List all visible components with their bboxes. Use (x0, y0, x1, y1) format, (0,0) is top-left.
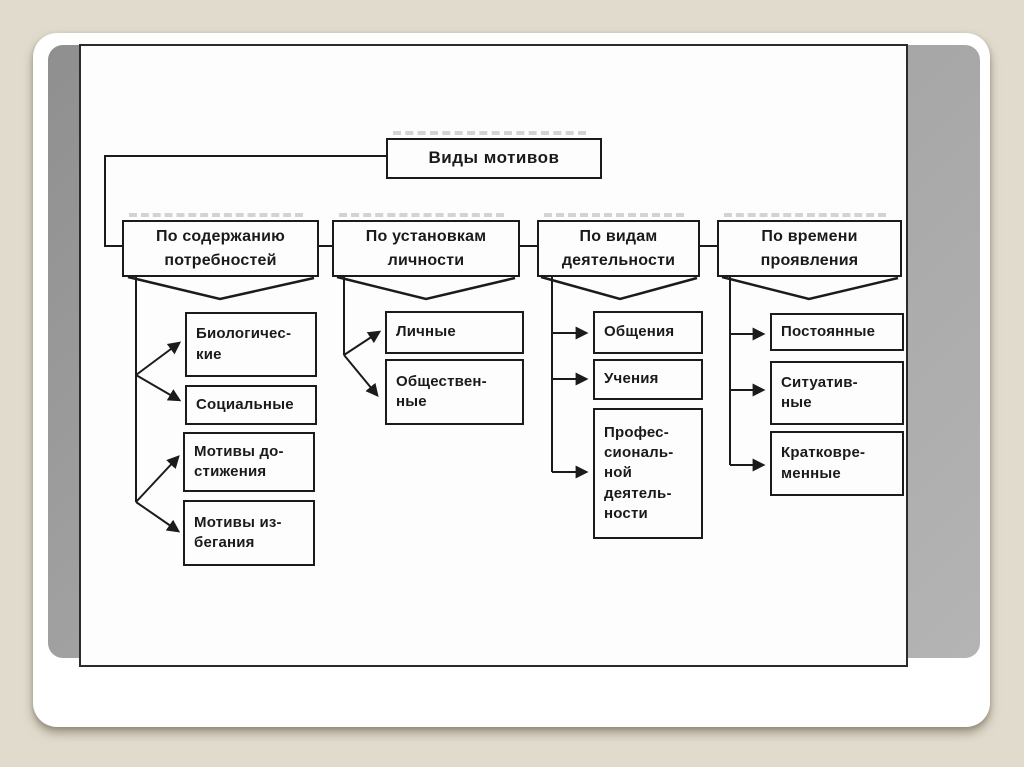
node-category-2-label: По установкам личности (365, 228, 487, 269)
node-item-3-2-label: Учения (604, 370, 659, 388)
node-category-2: По установкам личности (332, 213, 520, 277)
node-item-3-1: Общения (593, 311, 703, 354)
node-item-3-3-label: Профес- сиональ- ной деятель- ности (604, 423, 674, 522)
node-category-4-label: По времени проявления (760, 228, 859, 269)
category-chevrons (127, 275, 899, 301)
node-item-4-2: Ситуатив- ные (770, 361, 904, 425)
node-item-1-1: Биологичес- кие (185, 312, 317, 377)
node-item-3-2: Учения (593, 359, 703, 400)
node-item-1-2-label: Социальные (196, 395, 294, 413)
node-item-4-3: Кратковре- менные (770, 431, 904, 496)
node-category-1-label: По содержанию потребностей (156, 228, 285, 269)
node-item-3-1-label: Общения (604, 323, 675, 341)
node-item-4-1: Постоянные (770, 313, 904, 351)
node-item-4-1-label: Постоянные (781, 322, 876, 340)
node-item-2-2-label: Обществен- ные (396, 372, 487, 410)
node-item-1-3: Мотивы до- стижения (183, 432, 315, 492)
node-category-1: По содержанию потребностей (122, 213, 319, 277)
node-item-2-1-label: Личные (396, 323, 456, 341)
node-item-1-1-label: Биологичес- кие (196, 325, 292, 363)
node-root-label: Виды мотивов (428, 148, 560, 168)
node-item-1-2: Социальные (185, 385, 317, 425)
motives-flowchart: Виды мотивов По содержанию потребностей … (79, 44, 908, 667)
node-item-2-1: Личные (385, 311, 524, 354)
node-item-1-3-label: Мотивы до- стижения (194, 442, 284, 480)
node-item-2-2: Обществен- ные (385, 359, 524, 425)
node-root: Виды мотивов (386, 131, 602, 179)
node-item-3-3: Профес- сиональ- ной деятель- ности (593, 408, 703, 539)
node-category-3-label: По видам деятельности (561, 228, 676, 269)
node-item-4-3-label: Кратковре- менные (781, 444, 866, 482)
node-category-3: По видам деятельности (537, 213, 700, 277)
node-category-4: По времени проявления (717, 213, 902, 277)
node-item-1-4-label: Мотивы из- бегания (194, 513, 282, 551)
node-item-1-4: Мотивы из- бегания (183, 500, 315, 566)
node-item-4-2-label: Ситуатив- ные (781, 373, 858, 411)
slide-card: Виды мотивов По содержанию потребностей … (33, 33, 990, 727)
